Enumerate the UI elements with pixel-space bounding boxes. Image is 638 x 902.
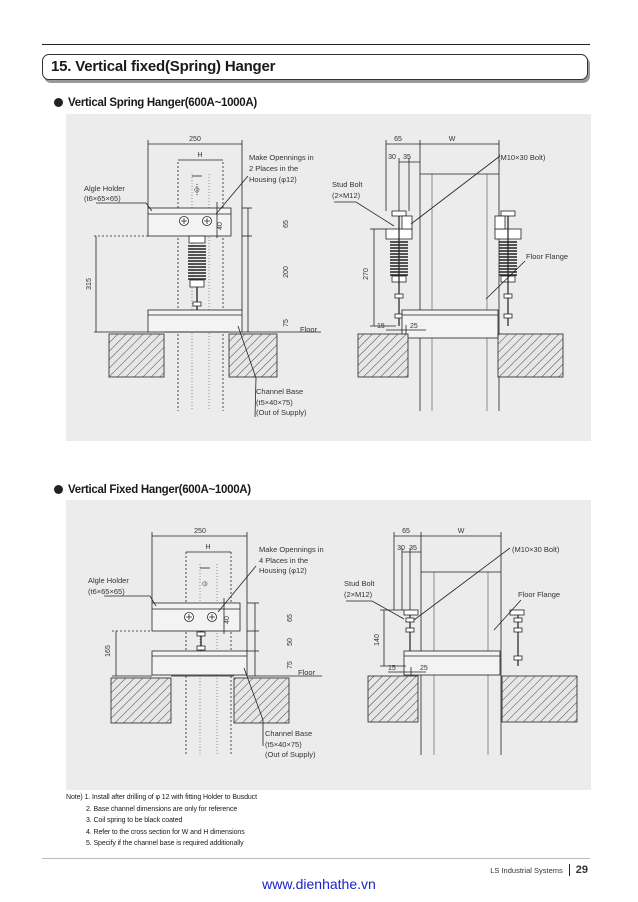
site-url[interactable]: www.dienhathe.vn — [262, 876, 376, 892]
openings-label-3: Housing (φ12) — [259, 566, 307, 575]
spring-side-labels: 65 W 30 35 270 15 25 (M10×30 Bolt) Stud … — [332, 136, 568, 330]
note-5: 5. Specify if the channel base is requir… — [86, 840, 244, 847]
spring-side-view — [334, 140, 564, 411]
channel-base-note: (Out of Supply) — [256, 408, 307, 417]
note-1: Note) 1. Install after drilling of φ 12 … — [66, 794, 257, 801]
floor-label: Floor — [298, 668, 316, 677]
dim-65: 65 — [283, 220, 290, 228]
section1-heading: Vertical Spring Hanger(600A~1000A) — [54, 97, 257, 109]
dim-65: 65 — [394, 136, 402, 143]
bottom-rule — [42, 858, 590, 859]
fixed-front-labels: 250 H ⦶ 40 65 50 165 75 Algle Holder (t6… — [88, 528, 324, 759]
dim-25: 25 — [420, 665, 428, 672]
spring-front-labels: 250 H ⦶ 40 65 200 315 75 Algle Holder (t… — [84, 136, 318, 417]
dim-circle: ⦶ — [194, 187, 199, 194]
dim-65: 65 — [287, 614, 294, 622]
note-4: 4. Refer to the cross section for W and … — [86, 828, 245, 836]
spring-hanger-panel: 250 H ⦶ 40 65 200 315 75 Algle Holder (t… — [66, 114, 591, 441]
openings-label-3: Housing (φ12) — [249, 175, 297, 184]
channel-base-note: (Out of Supply) — [265, 750, 316, 759]
floor-flange-label: Floor Flange — [526, 252, 568, 261]
page-title-box: 15. Vertical fixed(Spring) Hanger — [42, 54, 588, 80]
bullet-icon — [54, 98, 63, 107]
channel-base-label: Channel Base — [265, 729, 312, 738]
dim-315: 315 — [86, 278, 93, 290]
page-number: 29 — [568, 864, 588, 876]
bullet-icon — [54, 485, 63, 494]
bolt-label: (M10×30 Bolt) — [512, 545, 560, 554]
dim-15: 15 — [388, 665, 396, 672]
channel-base-size: (t5×40×75) — [265, 740, 302, 749]
openings-label-1: Make Opennings in — [259, 545, 324, 554]
openings-label-2: 4 Places in the — [259, 556, 308, 565]
notes-list: Note) 1. Install after drilling of φ 12 … — [66, 792, 257, 850]
dim-35: 35 — [409, 545, 417, 552]
dim-30: 30 — [397, 545, 405, 552]
fixed-hanger-panel: 250 H ⦶ 40 65 50 165 75 Algle Holder (t6… — [66, 500, 591, 790]
dim-15: 15 — [377, 323, 385, 330]
dim-75: 75 — [283, 319, 290, 327]
dim-200: 200 — [283, 266, 290, 278]
stud-bolt-label: Stud Bolt — [344, 579, 375, 588]
openings-label-1: Make Opennings in — [249, 153, 314, 162]
algle-holder-label: Algle Holder — [88, 576, 129, 585]
fixed-front-view — [104, 532, 322, 755]
dim-65: 65 — [402, 528, 410, 535]
channel-base-size: (t5×40×75) — [256, 398, 293, 407]
top-rule — [42, 44, 590, 45]
stud-bolt-size: (2×M12) — [344, 590, 373, 599]
dim-40: 40 — [217, 222, 224, 230]
dim-250: 250 — [189, 136, 201, 143]
openings-label-2: 2 Places in the — [249, 164, 298, 173]
note-3: 3. Coil spring to be black coated — [86, 817, 183, 824]
dim-35: 35 — [403, 154, 411, 161]
footer: LS Industrial Systems 29 — [490, 864, 588, 876]
dim-h: H — [197, 152, 202, 159]
dim-h: H — [205, 544, 210, 551]
stud-bolt-size: (2×M12) — [332, 191, 361, 200]
dim-w: W — [458, 528, 465, 535]
dim-140: 140 — [374, 634, 381, 646]
dim-250: 250 — [194, 528, 206, 535]
note-2: 2. Base channel dimensions are only for … — [86, 805, 238, 813]
fixed-side-view — [346, 532, 578, 755]
channel-base-label: Channel Base — [256, 387, 303, 396]
floor-flange-label: Floor Flange — [518, 590, 560, 599]
dim-40: 40 — [224, 616, 231, 624]
dim-50: 50 — [287, 638, 294, 646]
floor-label: Floor — [300, 325, 318, 334]
section2-heading: Vertical Fixed Hanger(600A~1000A) — [54, 484, 251, 496]
page-title: 15. Vertical fixed(Spring) Hanger — [51, 58, 276, 75]
dim-circle: ⦶ — [202, 581, 207, 588]
dim-25: 25 — [410, 323, 418, 330]
footer-brand: LS Industrial Systems — [490, 866, 563, 875]
dim-75: 75 — [287, 661, 294, 669]
fixed-side-labels: 65 W 30 35 140 15 25 (M10×30 Bolt) Stud … — [344, 528, 560, 672]
bolt-label: (M10×30 Bolt) — [498, 153, 546, 162]
stud-bolt-label: Stud Bolt — [332, 180, 363, 189]
dim-w: W — [449, 136, 456, 143]
algle-holder-label: Algle Holder — [84, 184, 125, 193]
spring-front-view — [94, 140, 321, 418]
algle-holder-size: (t6×65×65) — [84, 194, 121, 203]
dim-270: 270 — [363, 268, 370, 280]
dim-165: 165 — [105, 645, 112, 657]
spring-hanger-drawing: 250 H ⦶ 40 65 200 315 75 Algle Holder (t… — [84, 136, 568, 418]
algle-holder-size: (t6×65×65) — [88, 587, 125, 596]
fixed-hanger-drawing: 250 H ⦶ 40 65 50 165 75 Algle Holder (t6… — [88, 528, 578, 759]
dim-30: 30 — [388, 154, 396, 161]
